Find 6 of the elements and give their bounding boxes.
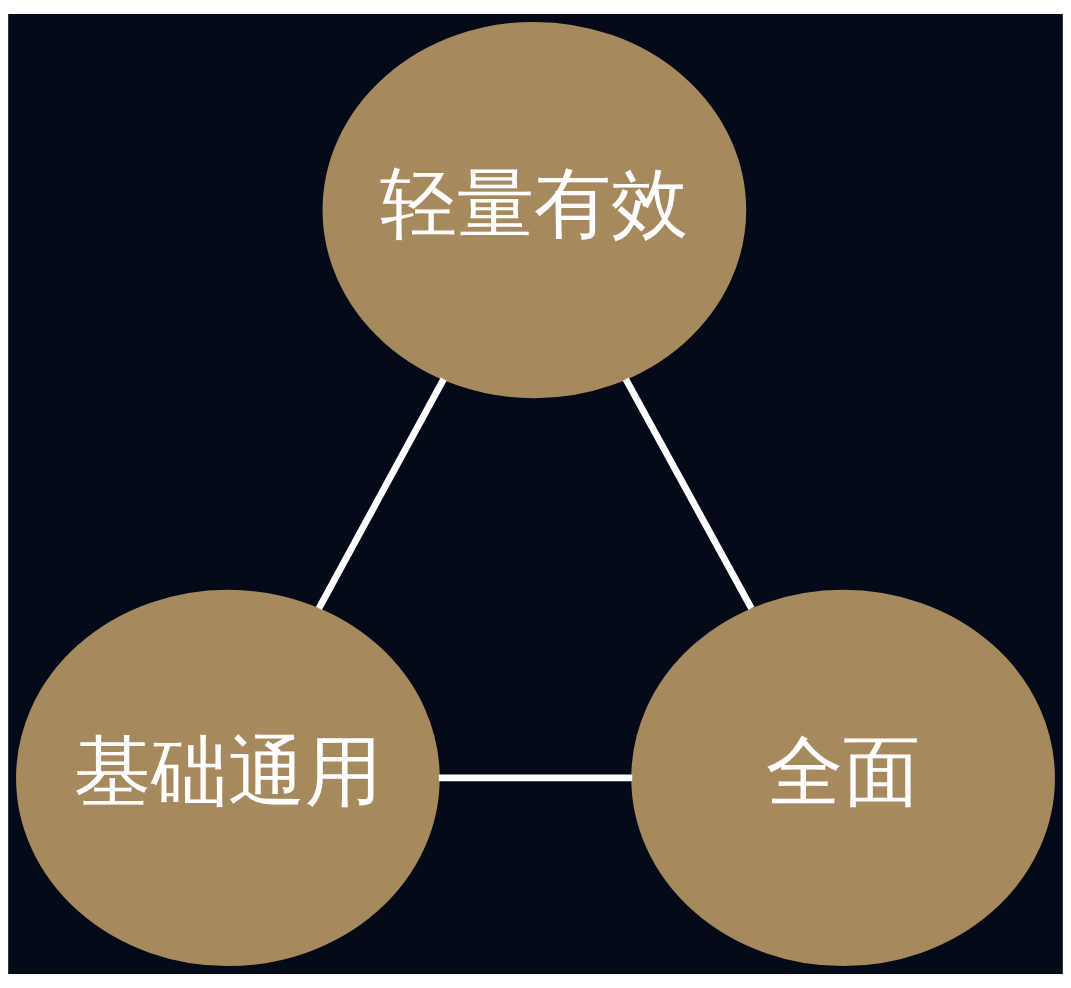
connector bbox=[438, 774, 633, 782]
node-ellipse: 基础通用 bbox=[16, 589, 440, 967]
node-ellipse: 轻量有效 bbox=[322, 21, 747, 399]
connector bbox=[315, 377, 447, 610]
node-ellipse: 全面 bbox=[631, 589, 1055, 967]
connector bbox=[622, 377, 755, 610]
